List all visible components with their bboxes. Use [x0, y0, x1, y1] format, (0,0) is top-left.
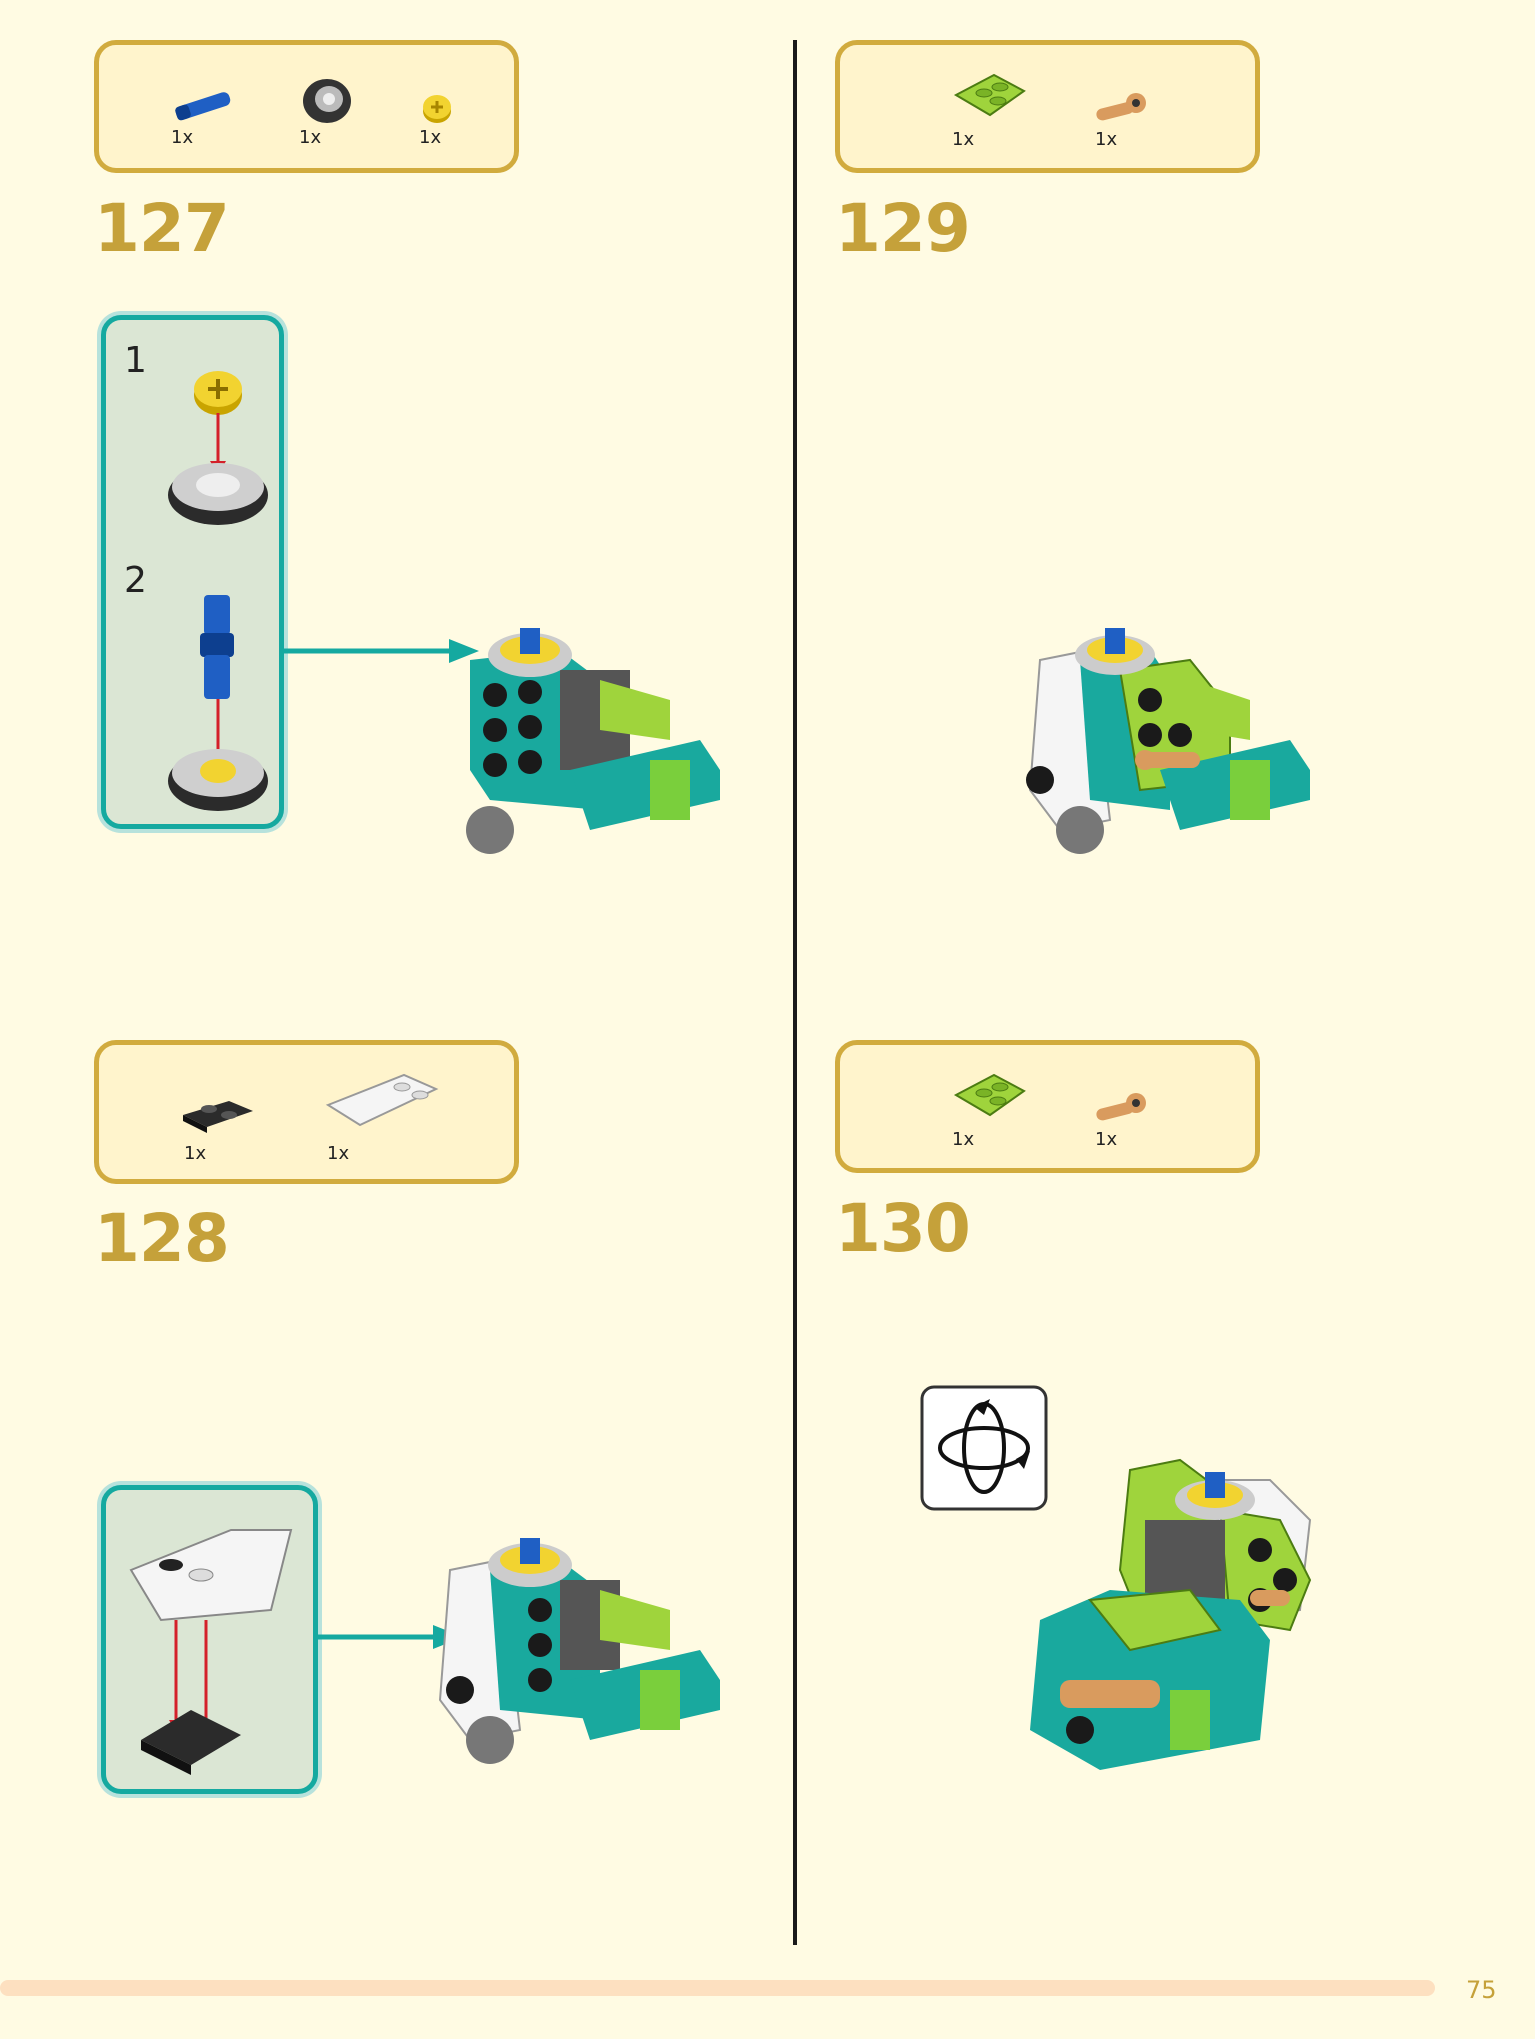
model-assembly-127 — [466, 628, 720, 854]
step-number: 130 — [835, 1190, 971, 1267]
qty-label: 1x — [1095, 1129, 1118, 1150]
parts-list-130: 1x 1x — [835, 1040, 1260, 1173]
model-assembly-130 — [1030, 1458, 1312, 1770]
qty-label: 1x — [184, 1143, 207, 1164]
lime-wedge-plate-icon — [953, 1073, 1026, 1117]
blue-axle-pin-icon — [175, 92, 231, 121]
page-number: 75 — [1466, 1976, 1497, 2004]
step-number: 129 — [835, 190, 971, 267]
column-divider — [793, 40, 797, 1945]
substep-callout: 1 2 — [101, 315, 284, 829]
substep-illustration — [129, 1529, 293, 1775]
parts-list-127: 1x 1x 1x — [94, 40, 519, 173]
gray-tire-icon — [303, 79, 351, 123]
qty-label: 1x — [952, 1129, 975, 1150]
model-assembly-128 — [438, 1538, 720, 1764]
substep-callout — [101, 1485, 318, 1794]
footer-bar — [0, 1980, 1435, 1996]
lime-wedge-plate-icon — [953, 73, 1026, 117]
white-curved-slope-icon — [325, 1073, 439, 1127]
qty-label: 1x — [327, 1143, 350, 1164]
substep-number: 1 — [124, 340, 147, 381]
tan-clip-icon — [1096, 93, 1146, 121]
qty-label: 1x — [419, 127, 442, 148]
qty-label: 1x — [171, 127, 194, 148]
yellow-hub-icon — [423, 95, 451, 123]
substep-2-illustration — [168, 595, 268, 811]
callout-pointer-arrow — [284, 639, 479, 663]
tan-clip-icon — [1096, 1093, 1146, 1121]
parts-list-129: 1x 1x — [835, 40, 1260, 173]
model-assembly-129 — [1026, 628, 1310, 854]
parts-list-128: 1x 1x — [94, 1040, 519, 1184]
black-plate-icon — [183, 1101, 253, 1133]
substep-number: 2 — [124, 560, 147, 601]
qty-label: 1x — [952, 129, 975, 150]
rotate-model-icon — [920, 1385, 1048, 1511]
substep-1-illustration — [168, 371, 268, 525]
step-number: 127 — [94, 190, 230, 267]
qty-label: 1x — [299, 127, 322, 148]
qty-label: 1x — [1095, 129, 1118, 150]
step-number: 128 — [94, 1200, 230, 1277]
